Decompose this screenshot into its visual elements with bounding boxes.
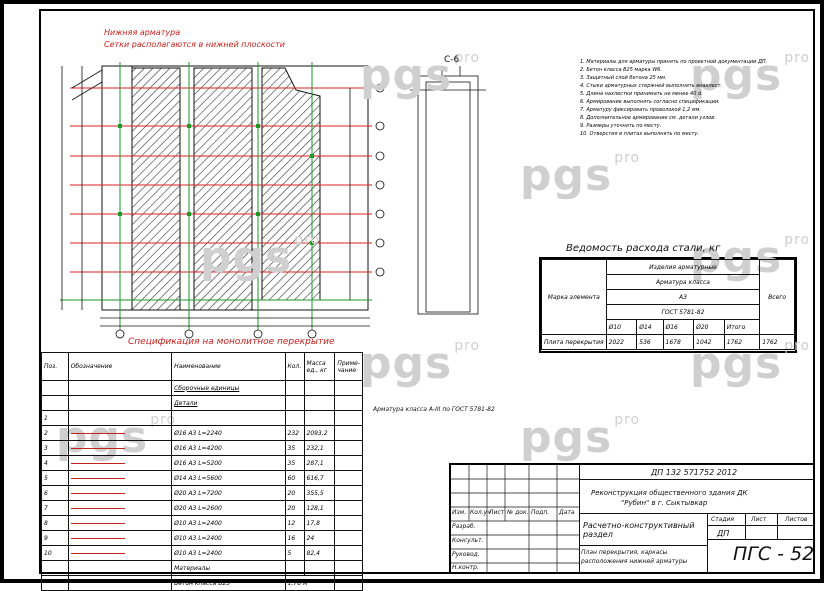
spec-footer-value: 1,76 м³ — [284, 575, 336, 591]
col-class: Арматура класса — [605, 274, 761, 290]
spec-header: Обозначение — [67, 352, 173, 381]
value-cell: 536 — [636, 334, 664, 350]
col-gost: ГОСТ 5781-82 — [605, 304, 761, 320]
diam-cell: Ø10 — [605, 319, 638, 335]
spec-footer: Материалы — [171, 560, 286, 576]
diam-cell: Ø16 — [662, 319, 695, 335]
table-row: 1 — [41, 410, 363, 426]
note-line: 1. Материалы для арматуры принять по про… — [580, 59, 768, 65]
value-cell: 2022 — [605, 334, 638, 350]
project-line-2: "Рубин" в г. Сыктывкар — [621, 499, 708, 507]
diam-cell: Ø14 — [636, 319, 664, 335]
sheet-title-2: расположения нижней арматуры — [581, 558, 688, 565]
col-total: Всего — [759, 259, 795, 335]
col-group: Изделия арматурные — [605, 259, 761, 275]
note-line: 9. Размеры уточнять по месту. — [580, 123, 662, 129]
note-line: 6. Армирование выполнять согласно специф… — [580, 99, 720, 105]
section-name: Расчетно-конструктивный раздел — [583, 521, 695, 539]
note-line: 4. Стыки арматурных стержней выполнять в… — [580, 83, 722, 89]
note-line: 3. Защитный слой бетона 25 мм. — [580, 75, 667, 81]
value-cell: 1762 — [723, 334, 761, 350]
stamp-col: № док. — [507, 509, 529, 516]
value-cell: 1042 — [693, 334, 725, 350]
spec-header: Приме-чание — [334, 352, 363, 381]
spec-group-sub: Детали — [171, 395, 286, 411]
plan-heading-2: Сетки располагаются в нижней плоскости — [104, 40, 285, 49]
spec-header: Наименование — [171, 352, 286, 381]
note-line: 7. Арматуру фиксировать проволокой 1,2 м… — [580, 107, 701, 113]
spec-table: Поз. Обозначение Наименование Кол. Масса… — [41, 352, 363, 591]
value-cell: 1762 — [759, 334, 795, 350]
col-mark: Марка элемента — [541, 259, 607, 335]
project-line-1: Реконструкция общественного здания ДК — [591, 489, 748, 497]
stamp-col: Дата — [559, 509, 575, 516]
plan-heading-1: Нижняя арматура — [104, 28, 181, 37]
consumption-title: Ведомость расхода стали, кг — [566, 243, 721, 254]
spec-header: Поз. — [41, 352, 69, 381]
stamp-role: Консульт. — [452, 537, 484, 544]
diam-cell: Итого — [723, 319, 761, 335]
general-notes: 1. Материалы для арматуры принять по про… — [580, 58, 800, 138]
stamp-role: Разраб. — [452, 523, 476, 530]
section-label: С-6 — [444, 55, 460, 65]
col-steel: А3 — [605, 289, 761, 305]
plan-caption: Спецификация на монолитное перекрытие — [128, 337, 335, 347]
consumption-frame — [539, 257, 797, 353]
stage-value: ДП — [717, 529, 730, 538]
sheet-header: Лист — [751, 516, 767, 523]
section-view — [410, 66, 486, 315]
document-code: ДП 132 571752 2012 — [651, 468, 738, 477]
stamp-col: Лист — [489, 509, 505, 516]
organization-code: ПГС - 52 — [733, 543, 815, 565]
stamp-col: Подп. — [531, 509, 550, 516]
spec-header: Кол. — [284, 352, 305, 381]
stage-header: Стадия — [711, 516, 735, 523]
spec-group-title: Сборочные единицы — [171, 380, 286, 396]
hatch-strip-1 — [131, 67, 181, 311]
note-line: 10. Отверстия в плитах выполнять по мест… — [580, 131, 699, 137]
stamp-col: Изм. — [452, 509, 467, 516]
diam-cell: Ø20 — [693, 319, 725, 335]
hatch-strip-2 — [193, 67, 253, 311]
spec-header: Масса ед., кг — [303, 352, 336, 381]
note-line: 2. Бетон класса В25 марка W6. — [580, 67, 662, 73]
sheets-header: Листов — [785, 516, 808, 523]
sheet-border — [39, 9, 815, 574]
value-cell: 1678 — [662, 334, 695, 350]
stamp-frame — [449, 463, 815, 574]
stamp-left-grid: Изм. Кол.уч Лист № док. Подп. Дата Разра… — [451, 465, 580, 572]
title-block: Изм. Кол.уч Лист № док. Подп. Дата Разра… — [451, 465, 815, 572]
spec-footer: Бетон класса В25 — [171, 575, 286, 591]
stamp-role: Руковод. — [452, 551, 480, 558]
consumption-table: Марка элемента Изделия арматурные Всего … — [541, 259, 795, 350]
row-label: Плита перекрытия — [541, 334, 607, 350]
rebar-note: Арматура класса А-III по ГОСТ 5781-82 — [373, 406, 495, 413]
note-line: 8. Дополнительное армирование см. детали… — [580, 115, 716, 121]
stamp-col: Кол.уч — [470, 509, 491, 516]
stamp-role: Н.контр. — [452, 564, 479, 571]
sheet-title-1: План перекрытия, каркасы — [581, 549, 668, 556]
slab-plan — [60, 62, 385, 339]
note-line: 5. Длина нахлестки принимать не менее 40… — [580, 91, 703, 97]
